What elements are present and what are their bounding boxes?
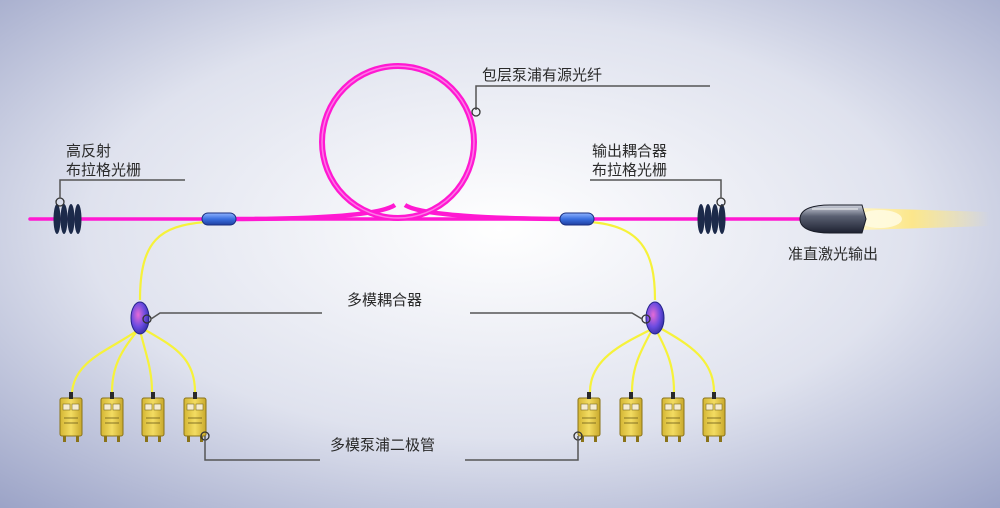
- splice-sleeve-right: [559, 212, 595, 226]
- label-oc-fbg-line1: 输出耦合器: [592, 142, 667, 160]
- pump-diode: [141, 392, 165, 442]
- label-collimated-output: 准直激光输出: [788, 245, 878, 263]
- label-pump-diode: 多模泵浦二极管: [330, 436, 435, 454]
- pump-diode: [619, 392, 643, 442]
- pump-diode: [100, 392, 124, 442]
- hr-fbg: [53, 197, 82, 234]
- output-beam: [858, 208, 990, 230]
- collimator: [799, 204, 867, 234]
- active-fiber-loop: [229, 63, 576, 222]
- label-oc-fbg-line2: 布拉格光栅: [592, 161, 667, 179]
- pump-diodes-left: [59, 392, 210, 442]
- leader-lines: [59, 85, 722, 461]
- label-active-fiber: 包层泵浦有源光纤: [482, 66, 602, 84]
- splice-sleeve-left: [201, 212, 237, 226]
- pump-diode: [573, 392, 601, 442]
- pump-diode: [702, 392, 726, 442]
- label-hr-fbg-line2: 布拉格光栅: [66, 161, 141, 179]
- pump-fibers: [70, 220, 716, 393]
- oc-fbg: [697, 197, 726, 234]
- pump-diode: [661, 392, 685, 442]
- pump-diode: [59, 392, 83, 442]
- multimode-coupler-left: [130, 301, 152, 335]
- label-hr-fbg-line1: 高反射: [66, 142, 111, 160]
- label-multimode-coupler: 多模耦合器: [347, 291, 422, 309]
- pump-diodes-right: [573, 392, 726, 442]
- pump-diode: [183, 392, 210, 442]
